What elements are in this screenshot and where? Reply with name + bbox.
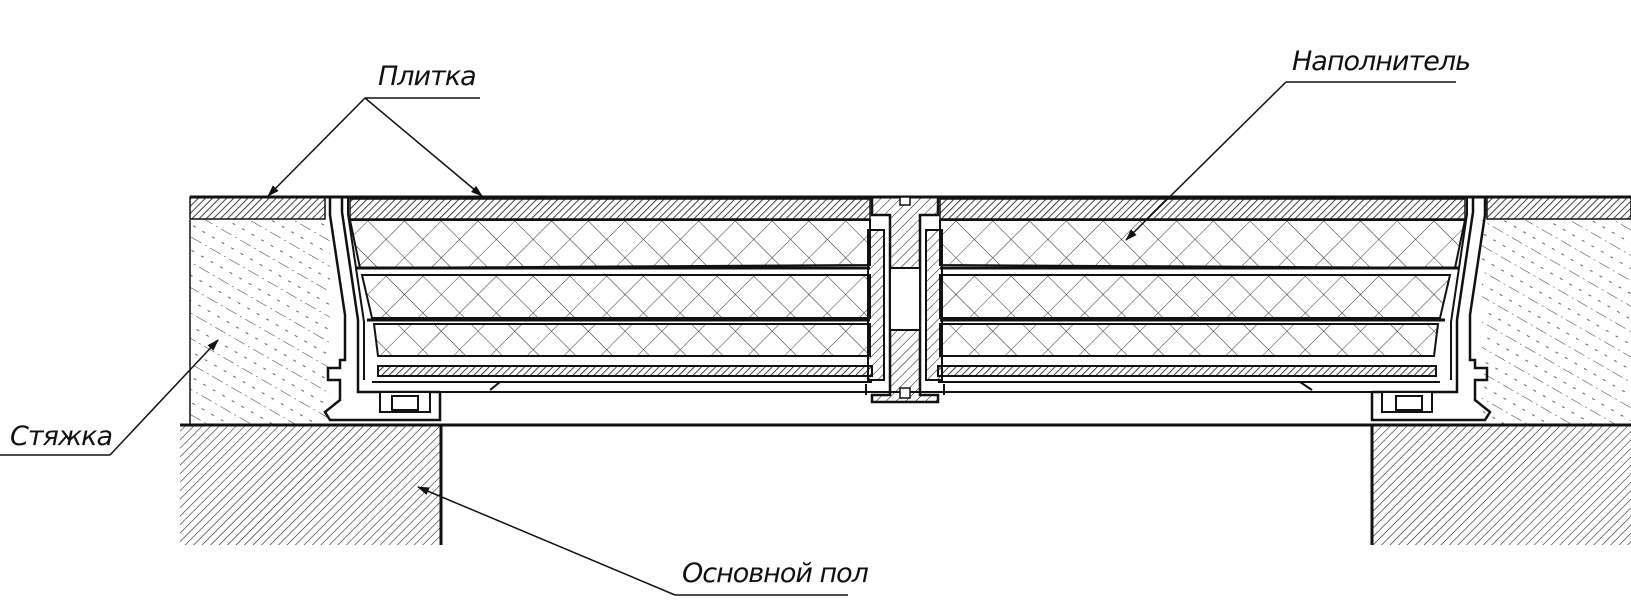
leader-base-floor xyxy=(417,486,848,596)
leader-filler xyxy=(1125,81,1456,241)
leader-tile xyxy=(267,97,483,197)
label-base-floor: Основной пол xyxy=(682,558,869,589)
frame-profile-right xyxy=(1370,197,1492,422)
screed-layer xyxy=(189,220,1631,425)
label-tile: Плитка xyxy=(378,61,476,92)
base-floor-layer xyxy=(180,423,1631,545)
label-screed: Стяжка xyxy=(10,421,112,452)
central-joint-profile xyxy=(865,195,945,404)
frame-profile-left xyxy=(323,197,442,422)
filler-layer xyxy=(348,219,1467,357)
label-filler: Наполнитель xyxy=(1292,46,1470,77)
leader-screed xyxy=(0,339,219,456)
tile-layer xyxy=(189,195,1631,220)
